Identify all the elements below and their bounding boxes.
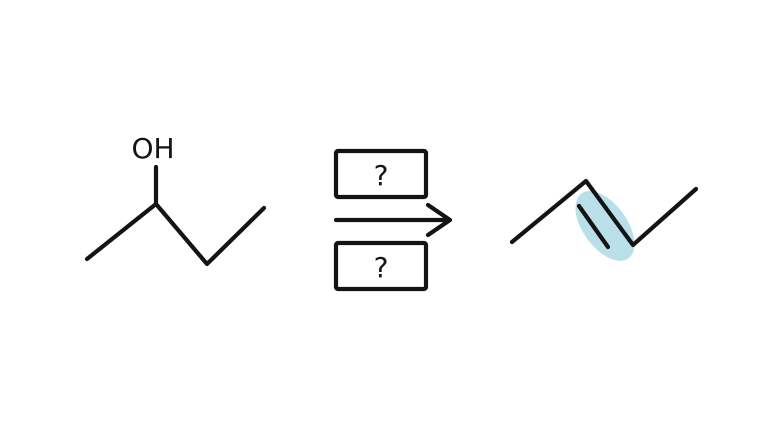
product-double-bond-line [576,203,611,250]
product-carbon-chain [509,178,699,248]
reagent-top-label: ? [374,159,389,192]
product-molecule [509,178,699,261]
reaction-conditions: ? ? [333,148,453,292]
reactant-oh-label: OH [131,132,174,165]
reactant-molecule: OH [84,132,267,267]
reagent-bottom-label: ? [374,251,389,284]
reagent-box-bottom [333,240,429,292]
double-bond-highlight [575,191,635,261]
reagent-box-top [333,148,429,200]
right-arrow-icon [333,202,453,238]
reactant-carbon-chain [84,201,267,267]
